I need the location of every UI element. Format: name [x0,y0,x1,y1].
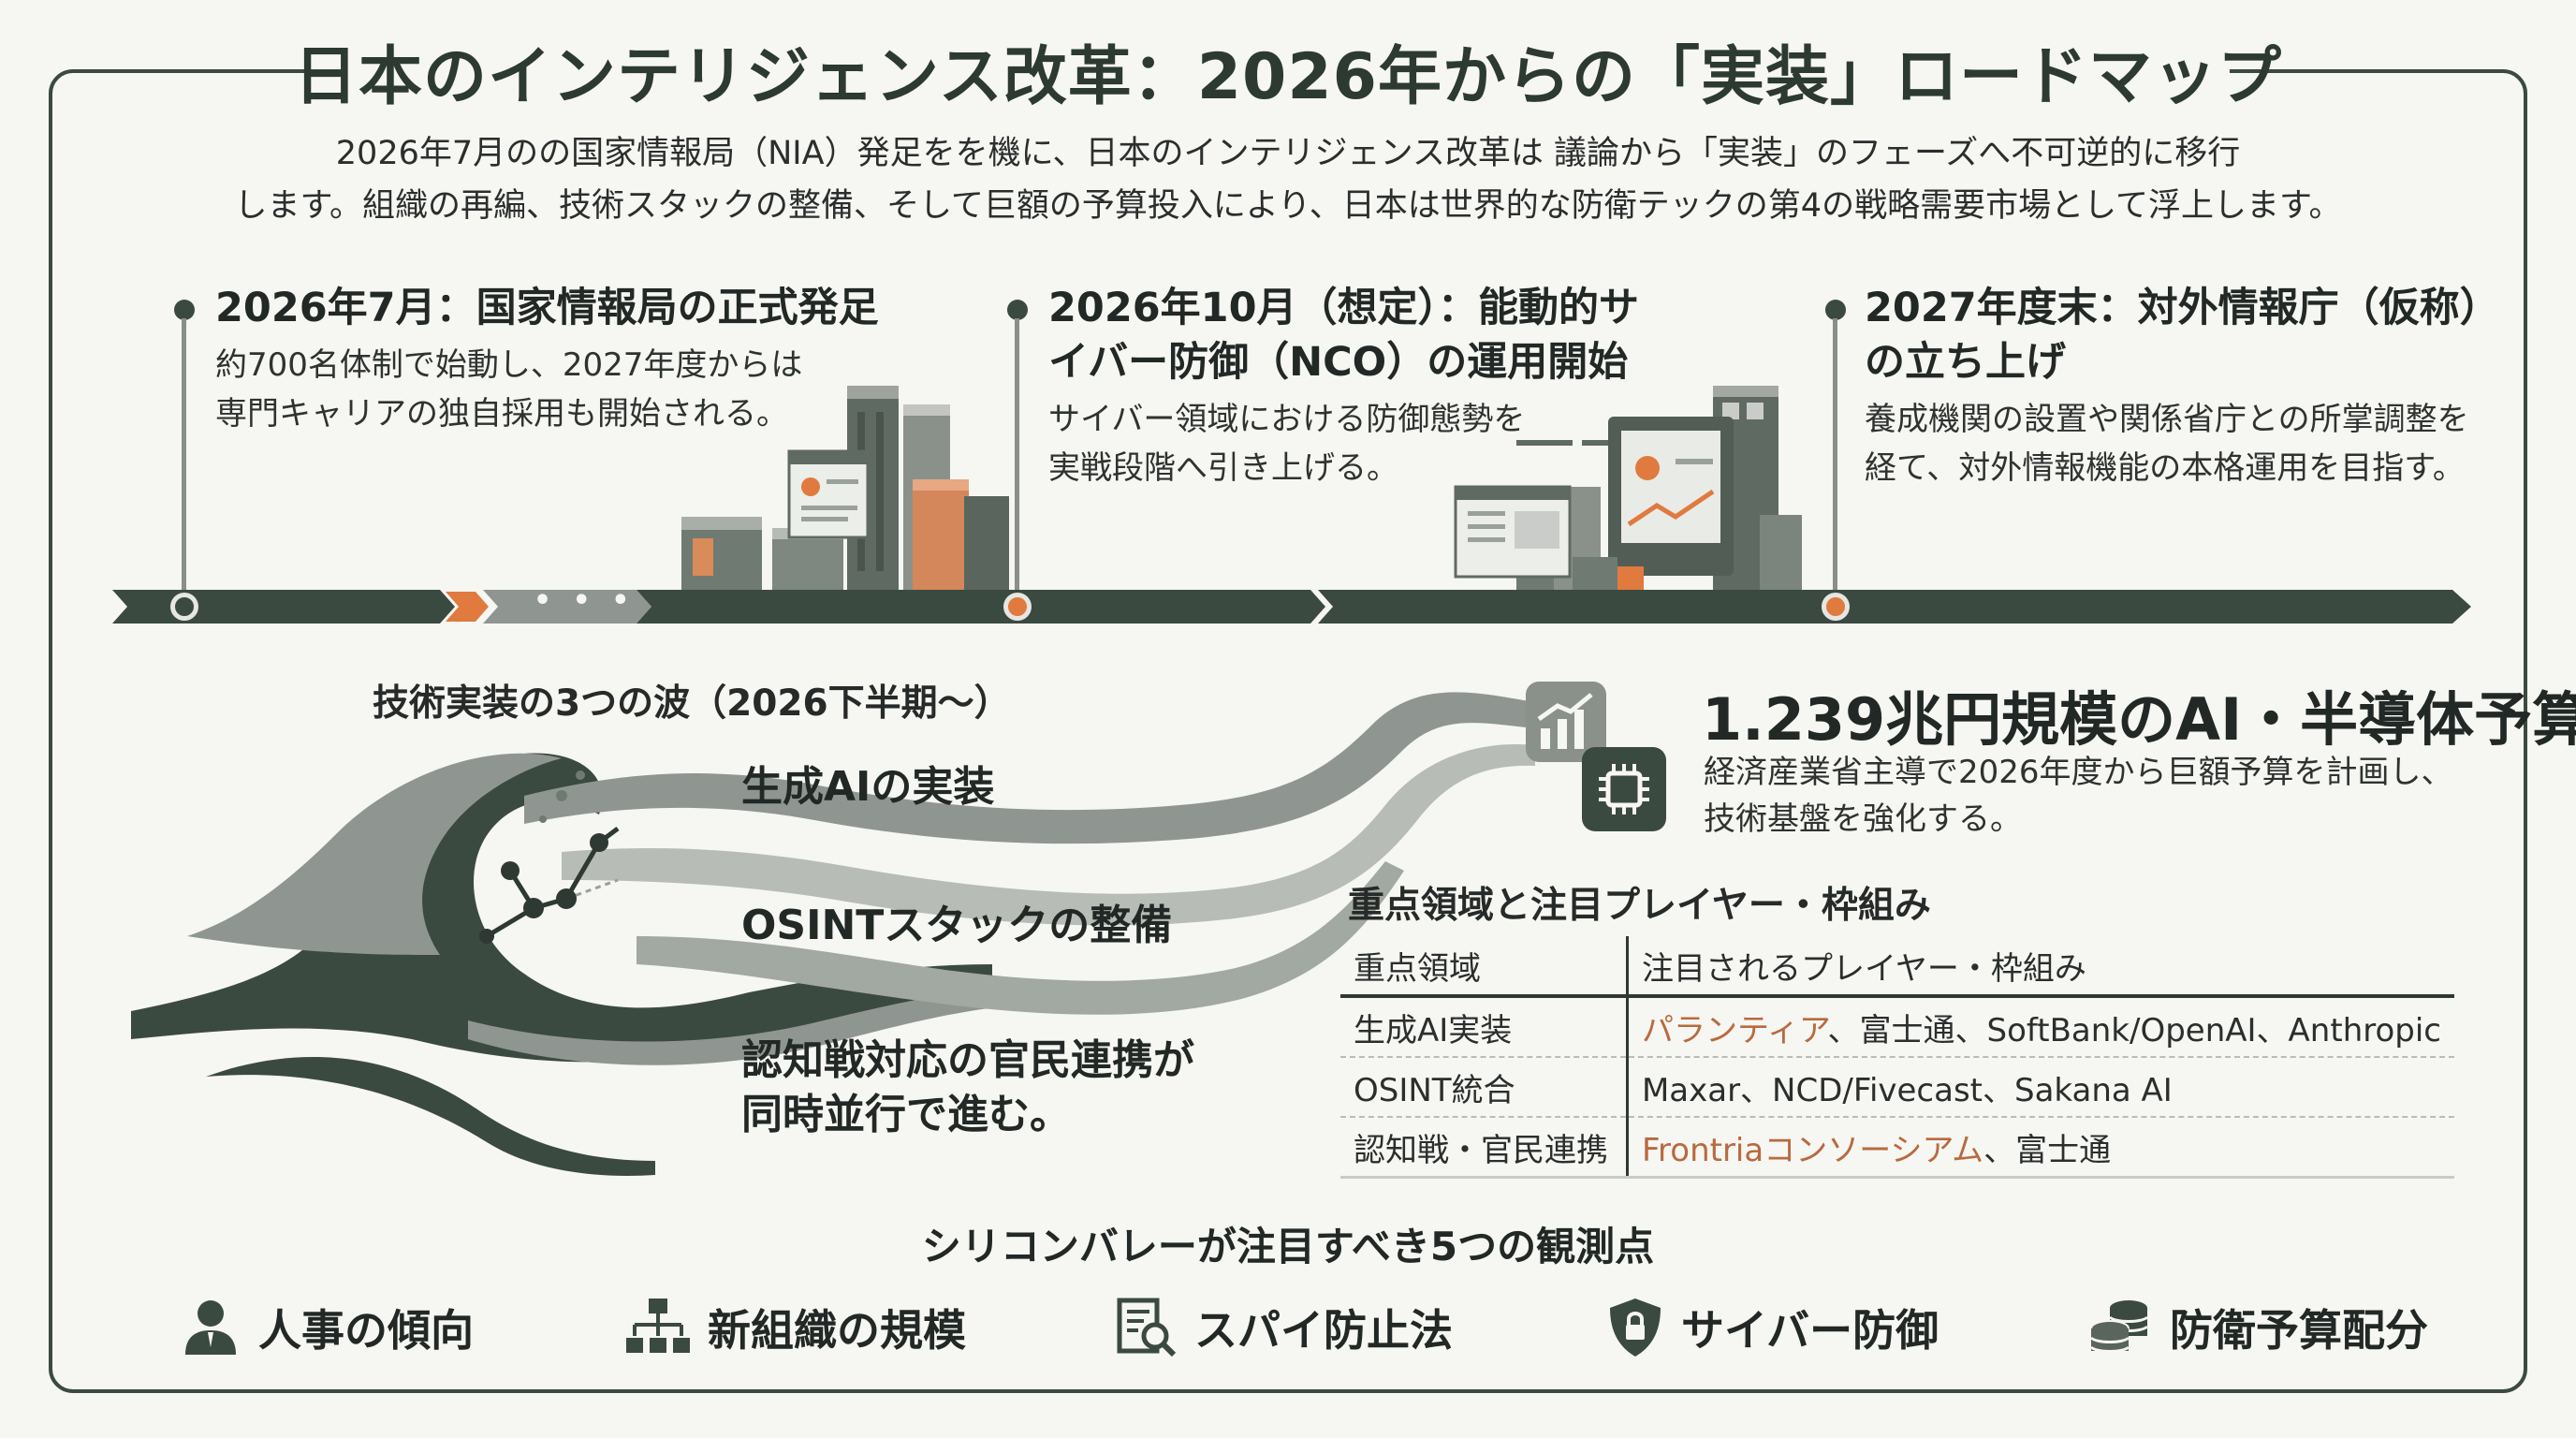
header-players: 注目されるプレイヤー・枠組み [1627,936,2454,998]
watchpoint-3-label: スパイ防止法 [1194,1305,1453,1356]
intro-text: 2026年7月のの国家情報局（NIA）発足をを機に、日本のインテリジェンス改革は… [168,127,2408,232]
milestone-2-title-line-2: イバー防御（NCO）の運用開始 [1048,339,1629,386]
table-row: 認知戦・官民連携 Frontriaコンソーシアム、富士通 [1340,1117,2454,1179]
waves-section-title: 技術実装の3つの波（2026下半期〜） [373,682,1011,725]
area-cell: 生成AI実装 [1340,996,1629,1058]
coins-icon [2089,1300,2149,1353]
highlight-player: パランティア [1641,1011,1828,1049]
watchpoints-title: シリコンバレーが注目すべき5つの観測点 [921,1224,1655,1269]
area-cell: OSINT統合 [1340,1057,1629,1118]
milestone-2-dot [1003,593,1032,621]
watchpoint-2-label: 新組織の規模 [708,1305,966,1356]
header-area: 重点領域 [1340,936,1629,998]
milestone-3-line [1833,318,1837,590]
milestone-1-desc-line-2: 専門キャリアの独自採用も開始される。 [215,395,788,433]
milestone-1-dot [170,593,198,621]
timeline-ellipsis: • • • [534,584,636,617]
players-cell: Maxar、NCD/Fivecast、Sakana AI [1627,1057,2454,1118]
players-rest: 、富士通 [1983,1131,2112,1169]
wave-label-3-line-1: 認知戦対応の官民連携が [741,1036,1194,1084]
watchpoint-2: 新組織の規模 [625,1290,966,1365]
title-banner: 日本のインテリジェンス改革：2026年からの「実装」ロードマップ [294,28,2281,114]
players-table: 重点領域 注目されるプレイヤー・枠組み 生成AI実装 パランティア、富士通、So… [1340,936,2454,1179]
milestone-3-title-line-2: の立ち上げ [1865,339,2066,386]
watchpoint-1-label: 人事の傾向 [258,1305,474,1356]
milestone-2-desc-line-2: 実戦段階へ引き上げる。 [1048,449,1398,487]
wave-label-1: 生成AIの実装 [741,763,995,811]
network-graph-icon [479,770,620,944]
milestone-1-line [182,318,186,590]
table-row: 生成AI実装 パランティア、富士通、SoftBank/OpenAI、Anthro… [1340,996,2454,1058]
timeline-bar [112,590,2471,624]
wave-label-3-line-2: 同時並行で進む。 [741,1091,1071,1138]
timeline-graphics [112,386,2471,624]
watchpoint-5: 防衛予算配分 [2087,1290,2428,1365]
person-icon [185,1300,236,1355]
milestone-1-title: 2026年7月：国家情報局の正式発足 [215,285,879,331]
budget-desc: 経済産業省主導で2026年度から巨額予算を計画し、 技術基盤を強化する。 [1704,749,2453,843]
chip-icon [1582,747,1666,831]
players-cell: Frontriaコンソーシアム、富士通 [1627,1117,2454,1179]
players-rest: Maxar、NCD/Fivecast、Sakana AI [1641,1071,2173,1109]
milestone-3-title-line-1: 2027年度末：対外情報庁（仮称） [1865,285,2500,331]
milestone-1: 2026年7月：国家情報局の正式発足 約700名体制で始動し、2027年度からは… [215,281,879,438]
area-cell: 認知戦・官民連携 [1340,1117,1629,1179]
milestone-3-desc: 養成機関の設置や関係省庁との所掌調整を 経て、対外情報機能の本格運用を目指す。 [1865,395,2500,492]
shield-lock-icon [1610,1299,1661,1357]
table-row: OSINT統合 Maxar、NCD/Fivecast、Sakana AI [1340,1057,2454,1118]
growth-chart-icon [1526,682,1606,762]
milestone-1-desc: 約700名体制で始動し、2027年度からは 専門キャリアの独自採用も開始される。 [215,341,879,438]
milestone-1-desc-line-1: 約700名体制で始動し、2027年度からは [215,346,803,384]
milestone-2-bullet [1007,300,1028,320]
watchpoint-3: スパイ防止法 [1116,1290,1453,1365]
highlight-player: Frontriaコンソーシアム [1641,1131,1984,1169]
budget-desc-line-2: 技術基盤を強化する。 [1704,800,2022,838]
milestone-3-bullet [1825,300,1846,320]
budget-title: 1.239兆円規模のAI・半導体予算 [1702,685,2576,754]
intro-line-2: します。組織の再編、技術スタックの整備、そして巨額の予算投入により、日本は世界的… [234,187,2342,225]
players-cell: パランティア、富士通、SoftBank/OpenAI、Anthropic [1627,996,2454,1058]
milestone-3: 2027年度末：対外情報庁（仮称） の立ち上げ 養成機関の設置や関係省庁との所掌… [1865,281,2500,492]
watchpoint-5-label: 防衛予算配分 [2170,1305,2428,1356]
page-title: 日本のインテリジェンス改革：2026年からの「実装」ロードマップ [294,39,2282,114]
city-buildings-illustration-1 [681,386,1009,590]
milestone-1-bullet [174,300,195,320]
milestone-2-line [1015,318,1019,590]
players-section-title: 重点領域と注目プレイヤー・枠組み [1348,885,1931,927]
milestone-3-dot [1822,593,1850,621]
milestone-2-title-line-1: 2026年10月（想定）：能動的サ [1048,285,1640,331]
city-buildings-illustration-2 [1454,386,1802,590]
document-search-icon [1117,1298,1177,1357]
milestone-3-desc-line-1: 養成機関の設置や関係省庁との所掌調整を [1865,401,2469,438]
wave-label-3: 認知戦対応の官民連携が 同時並行で進む。 [741,1034,1194,1142]
budget-icons [1526,682,1666,831]
budget-desc-line-1: 経済産業省主導で2026年度から巨額予算を計画し、 [1704,754,2453,791]
watchpoint-4-label: サイバー防御 [1681,1305,1939,1356]
watchpoint-1: 人事の傾向 [180,1290,474,1365]
intro-line-1: 2026年7月のの国家情報局（NIA）発足をを機に、日本のインテリジェンス改革は… [335,135,2241,172]
milestone-3-desc-line-2: 経て、対外情報機能の本格運用を目指す。 [1865,449,2465,487]
milestone-2: 2026年10月（想定）：能動的サ イバー防御（NCO）の運用開始 サイバー領域… [1048,281,1639,492]
milestone-2-desc-line-1: サイバー領域における防御態勢を [1048,401,1526,438]
org-chart-icon [626,1299,690,1353]
players-rest: 、富士通、SoftBank/OpenAI、Anthropic [1827,1011,2441,1049]
waves-illustration [131,692,1535,1176]
players-table-header: 重点領域 注目されるプレイヤー・枠組み [1340,936,2454,998]
milestone-2-desc: サイバー領域における防御態勢を 実戦段階へ引き上げる。 [1048,395,1639,492]
wave-label-2: OSINTスタックの整備 [741,902,1173,949]
watchpoint-4: サイバー防御 [1606,1290,1939,1365]
